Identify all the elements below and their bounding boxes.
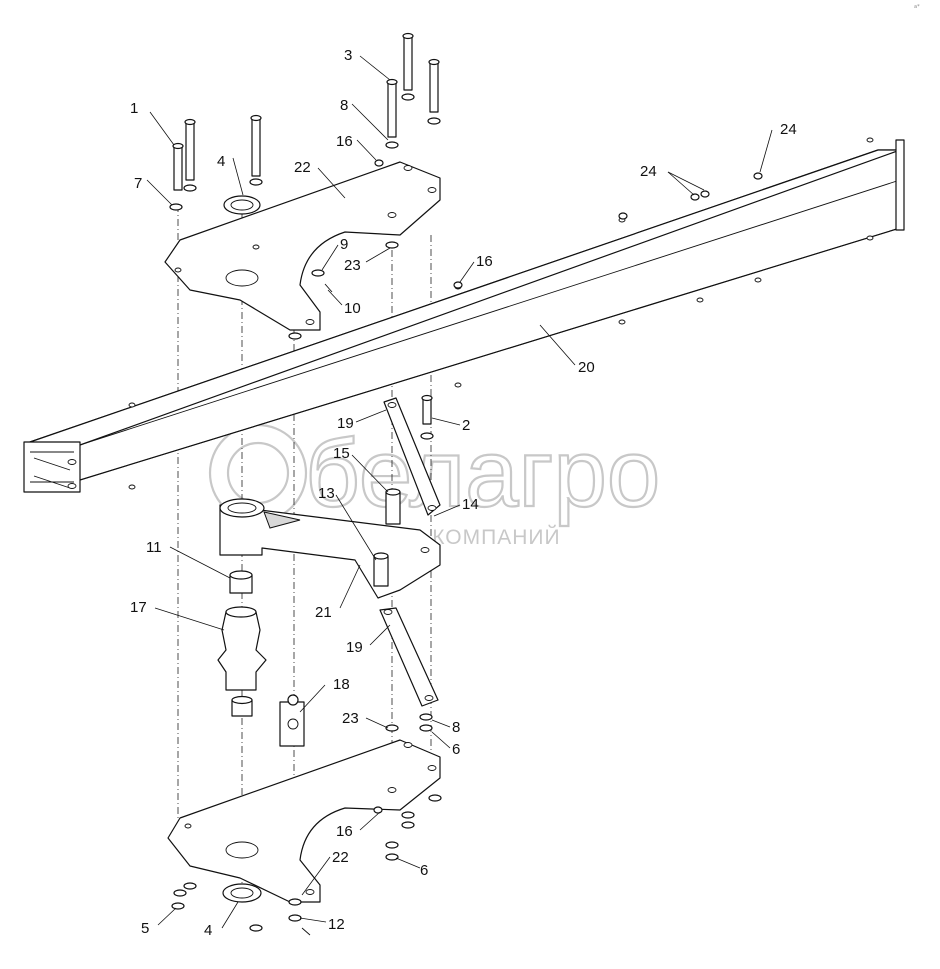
- main-frame-beam: [23, 137, 905, 493]
- upper-fasteners: [169, 32, 763, 340]
- callout-4-lower: 4: [204, 922, 212, 939]
- callout-2: 2: [462, 417, 470, 434]
- callout-23-upper: 23: [344, 257, 361, 274]
- callout-11: 11: [146, 539, 162, 556]
- pivot-shaft-assembly: [217, 570, 305, 747]
- callout-16-lower: 16: [336, 823, 353, 840]
- callout-22-lower: 22: [332, 849, 349, 866]
- callout-1: 1: [130, 100, 138, 117]
- callout-22-upper: 22: [294, 159, 311, 176]
- callout-10: 10: [344, 300, 361, 317]
- upper-mounting-plate: [164, 161, 441, 331]
- callout-6-upper: 6: [452, 741, 460, 758]
- callout-18: 18: [333, 676, 350, 693]
- callout-13: 13: [318, 485, 335, 502]
- callout-16-upper-left: 16: [336, 133, 353, 150]
- callout-6-lower: 6: [420, 862, 428, 879]
- callout-21: 21: [315, 604, 332, 621]
- callout-17: 17: [130, 599, 147, 616]
- callout-9: 9: [340, 236, 348, 253]
- callout-8-upper: 8: [340, 97, 348, 114]
- lower-fasteners: [171, 713, 442, 936]
- corner-mark: a*: [914, 4, 920, 10]
- callout-24-left: 24: [640, 163, 657, 180]
- watermark: белагро ГРУППА КОМПАНИЙ: [208, 419, 661, 549]
- callout-3: 3: [344, 47, 352, 64]
- lever-assembly: [219, 394, 441, 707]
- callout-labels: 1 7 4 3 8 16 22 9 23 10 16 24 24 20 2 19…: [130, 47, 797, 939]
- lower-mounting-plate: [167, 739, 441, 903]
- callout-12: 12: [328, 916, 345, 933]
- callout-7: 7: [134, 175, 142, 192]
- callout-8-lower: 8: [452, 719, 460, 736]
- callout-20: 20: [578, 359, 595, 376]
- callout-leader-lines: [146, 55, 773, 929]
- callout-19-lower: 19: [346, 639, 363, 656]
- callout-5: 5: [141, 920, 149, 937]
- callout-14: 14: [462, 496, 479, 513]
- callout-23-lower: 23: [342, 710, 359, 727]
- callout-16-upper-right: 16: [476, 253, 493, 270]
- callout-4-upper: 4: [217, 153, 225, 170]
- watermark-brand: белагро: [305, 420, 660, 527]
- callout-24-right: 24: [780, 121, 797, 138]
- callout-15: 15: [333, 445, 350, 462]
- callout-19-upper: 19: [337, 415, 354, 432]
